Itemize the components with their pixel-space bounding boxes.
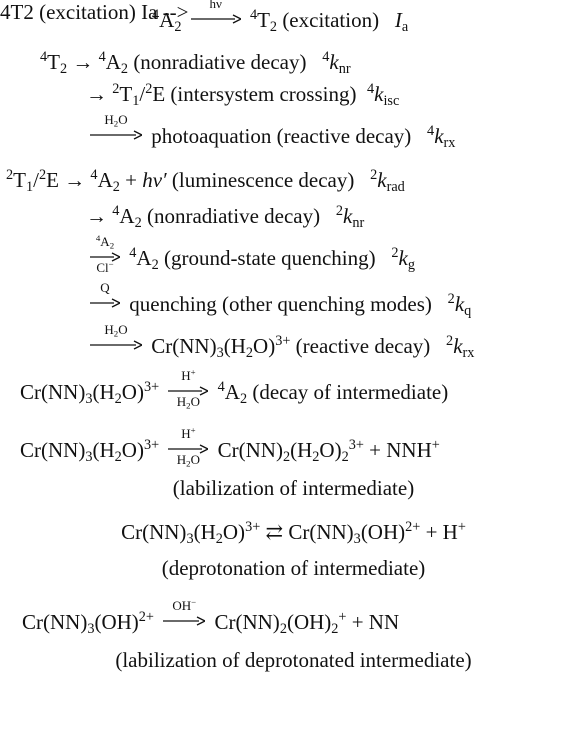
eq-deprotonated-labilization: Cr(NN)3(OH)2+ OH− Cr(NN)2(OH)2+ + NN <box>22 597 400 637</box>
eq-deprotonation: Cr(NN)3(H2O)3+ ⇄ Cr(NN)3(OH)2+ + H+ <box>121 519 466 547</box>
reaction-arrow: hν <box>190 0 241 25</box>
eq-intersystem-crossing: → 2T1/2E (intersystem crossing) 4kisc <box>86 81 400 109</box>
eq-t2-nonradiative: 4T2 → 4A2 (nonradiative decay) 4knr <box>40 49 351 77</box>
desc-ground-state-quenching: (ground-state quenching) <box>163 246 376 270</box>
reaction-arrow: Q <box>90 281 120 309</box>
reaction-arrow: 4A2 Cl− <box>90 234 120 274</box>
reaction-arrow: H2O <box>90 113 142 141</box>
eq-decay-of-intermediate: Cr(NN)3(H2O)3+ H+ H2O 4A2 (decay of inte… <box>20 367 449 411</box>
eq-photoaquation: H2O photoaquation (reactive decay) 4krx <box>86 113 455 150</box>
reaction-arrow: H+ H2O <box>168 368 209 410</box>
desc-other-quenching: quenching (other quenching modes) <box>129 292 432 316</box>
desc-luminescence: (luminescence decay) <box>171 168 355 192</box>
eq-excitation: 4A2 hν 4T2 (excitation) Ia <box>152 0 408 34</box>
desc-deprotonation-of-intermediate: (deprotonation of intermediate) <box>161 556 426 580</box>
desc-reactive-decay: (reactive decay) <box>295 334 431 358</box>
eq-e-nonradiative: → 4A2 (nonradiative decay) 2knr <box>86 203 365 231</box>
eq-luminescence: 2T1/2E → 4A2 + hν′ (luminescence decay) … <box>6 167 405 195</box>
desc-nonradiative-decay-2: (nonradiative decay) <box>146 204 321 228</box>
eq-other-quenching: Q quenching (other quenching modes) 2kq <box>86 281 471 318</box>
desc-nonradiative-decay: (nonradiative decay) <box>133 50 307 74</box>
eq-reactive-decay: H2O Cr(NN)3(H2O)3+ (reactive decay) 2krx <box>86 323 474 360</box>
eq-labilization: Cr(NN)3(H2O)3+ H+ H2O Cr(NN)2(H2O)23+ + … <box>20 425 440 469</box>
desc-labilization-of-intermediate: (labilization of intermediate) <box>172 476 415 500</box>
desc-labilization-deprotonated: (labilization of deprotonated intermedia… <box>115 648 472 672</box>
reaction-arrow: OH− <box>163 598 206 627</box>
desc-decay-of-intermediate: (decay of intermediate) <box>252 380 449 404</box>
desc-excitation: (excitation) <box>282 8 380 32</box>
rate-ia: I <box>394 8 402 32</box>
eq-ground-state-quenching: 4A2 Cl− 4A2 (ground-state quenching) 2kg <box>86 234 415 274</box>
desc-intersystem-crossing: (intersystem crossing) <box>170 82 357 106</box>
desc-photoaquation: photoaquation (reactive decay) <box>151 124 412 148</box>
arrow-label-hv: hν <box>209 0 222 12</box>
reaction-arrow: H2O <box>90 323 142 351</box>
reaction-arrow: H+ H2O <box>168 426 209 468</box>
